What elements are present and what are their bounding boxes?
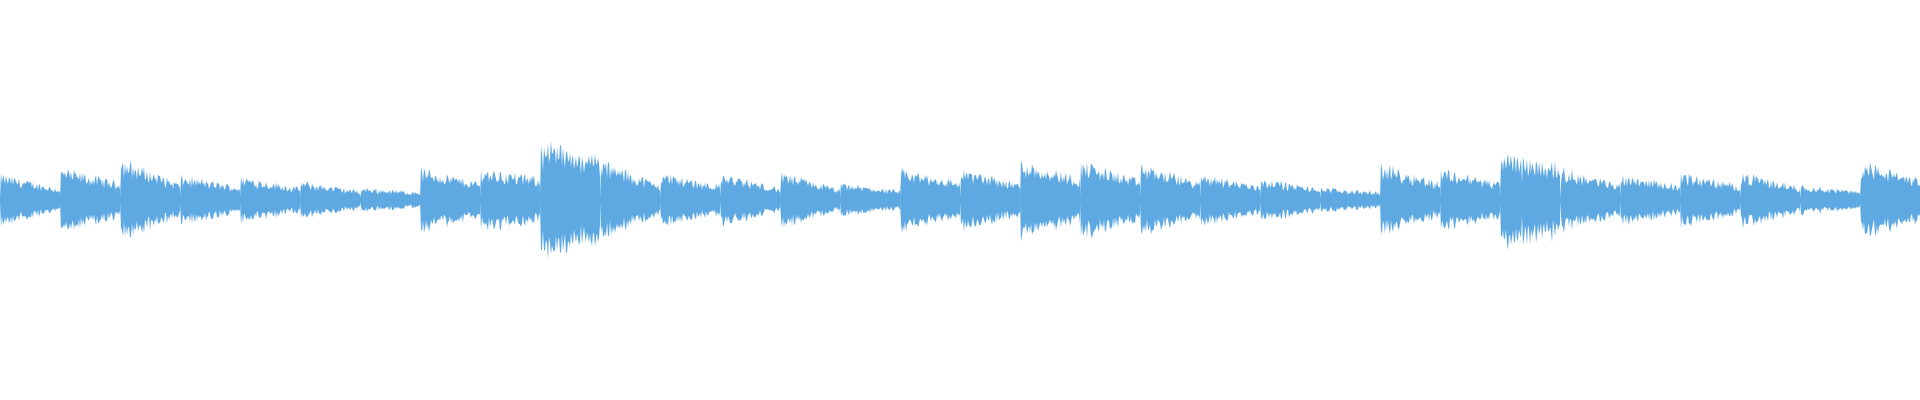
- waveform-segment: [1380, 163, 1440, 235]
- waveform-segments: [0, 140, 1920, 261]
- waveform-segment: [1500, 153, 1560, 250]
- waveform-segment: [1740, 173, 1800, 229]
- waveform-center-line: [0, 199, 1920, 201]
- waveform-segment: [720, 175, 780, 227]
- waveform-segment: [1020, 161, 1080, 242]
